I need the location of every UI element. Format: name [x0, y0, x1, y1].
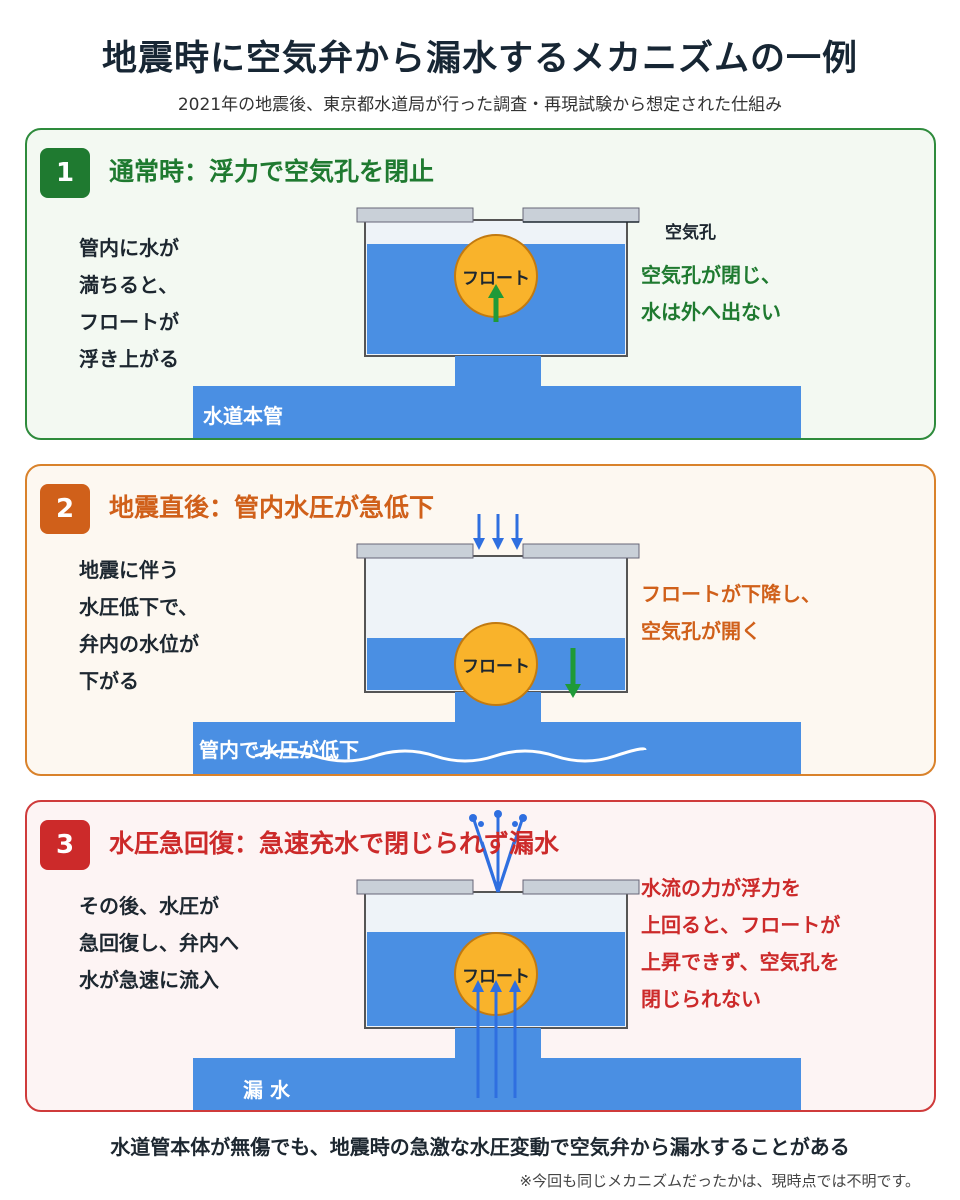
- valve-lid-right: [522, 543, 640, 559]
- step-result: フロートが下降し、 空気孔が開く: [641, 582, 821, 643]
- step-result: 空気孔が閉じ、 水は外へ出ない: [641, 263, 781, 324]
- float-label: フロート: [462, 967, 530, 987]
- step-heading: 水圧急回復：急速充水で閉じられず漏水: [109, 829, 560, 858]
- step-result: 水流の力が浮力を 上回ると、フロートが 上昇できず、空気孔を 閉じられない: [641, 876, 841, 1011]
- valve-neck: [455, 1028, 541, 1060]
- leak-droplets: [469, 810, 527, 827]
- step-description: その後、水圧が 急回復し、弁内へ 水が急速に流入: [79, 894, 239, 992]
- valve-neck: [455, 356, 541, 388]
- inflow-arrow-icon: [509, 980, 521, 992]
- panel-pressure-drop: 2 地震直後：管内水圧が急低下 地震に伴う 水圧低下で、 弁内の水位が 下がる …: [25, 464, 936, 776]
- valve-lid-right: [522, 207, 640, 223]
- page-subtitle: 2021年の地震後、東京都水道局が行った調査・再現試験から想定された仕組み: [177, 95, 783, 115]
- pipe-label: 管内で水圧が低下: [199, 738, 359, 762]
- pressure-wave: [254, 747, 647, 763]
- step-description: 管内に水が 満ちると、 フロートが 浮き上がる: [79, 236, 179, 371]
- step-heading: 通常時：浮力で空気孔を閉止: [109, 157, 435, 186]
- page-title: 地震時に空気弁から漏水するメカニズムの一例: [101, 39, 858, 79]
- step-heading: 地震直後：管内水圧が急低下: [109, 493, 435, 522]
- inflow-arrow-icon: [490, 980, 502, 992]
- step-number: 1: [40, 148, 90, 198]
- up-arrow-icon: [488, 284, 504, 298]
- panel-pressure-recovery: 3 水圧急回復：急速充水で閉じられず漏水 その後、水圧が 急回復し、弁内へ 水が…: [25, 800, 936, 1112]
- pipe-label: 漏 水: [243, 1078, 290, 1102]
- leak-spray: [472, 816, 524, 893]
- float-label: フロート: [462, 269, 530, 289]
- valve-diagram-pressure-drop: [193, 514, 801, 774]
- step-description: 地震に伴う 水圧低下で、 弁内の水位が 下がる: [79, 558, 199, 693]
- valve-lid-left: [356, 207, 474, 223]
- step-number: 2: [40, 484, 90, 534]
- valve-diagram-pressure-recovery: [193, 810, 801, 1110]
- valve-lid-left: [356, 879, 474, 895]
- valve-diagram-normal: [193, 207, 801, 438]
- down-arrow-icon: [565, 684, 581, 698]
- inflow-arrow-icon: [472, 980, 484, 992]
- main-pipe: [193, 386, 801, 438]
- main-pipe: [193, 722, 801, 774]
- inflow-air-arrow-icon: [492, 538, 504, 550]
- footnote: ※今回も同じメカニズムだったかは、現時点では不明です。: [519, 1172, 920, 1190]
- air-hole-label: 空気孔: [665, 223, 716, 243]
- inflow-air-arrow-icon: [473, 538, 485, 550]
- float-label: フロート: [462, 657, 530, 677]
- valve-lid-left: [356, 543, 474, 559]
- float-ball: [454, 622, 538, 706]
- step-number: 3: [40, 820, 90, 870]
- valve-lid-right: [522, 879, 640, 895]
- pipe-label: 水道本管: [203, 404, 283, 428]
- inflow-air-arrow-icon: [511, 538, 523, 550]
- panel-normal: 1 通常時：浮力で空気孔を閉止 管内に水が 満ちると、 フロートが 浮き上がる …: [25, 128, 936, 440]
- footer-summary: 水道管本体が無傷でも、地震時の急激な水圧変動で空気弁から漏水することがある: [110, 1135, 850, 1159]
